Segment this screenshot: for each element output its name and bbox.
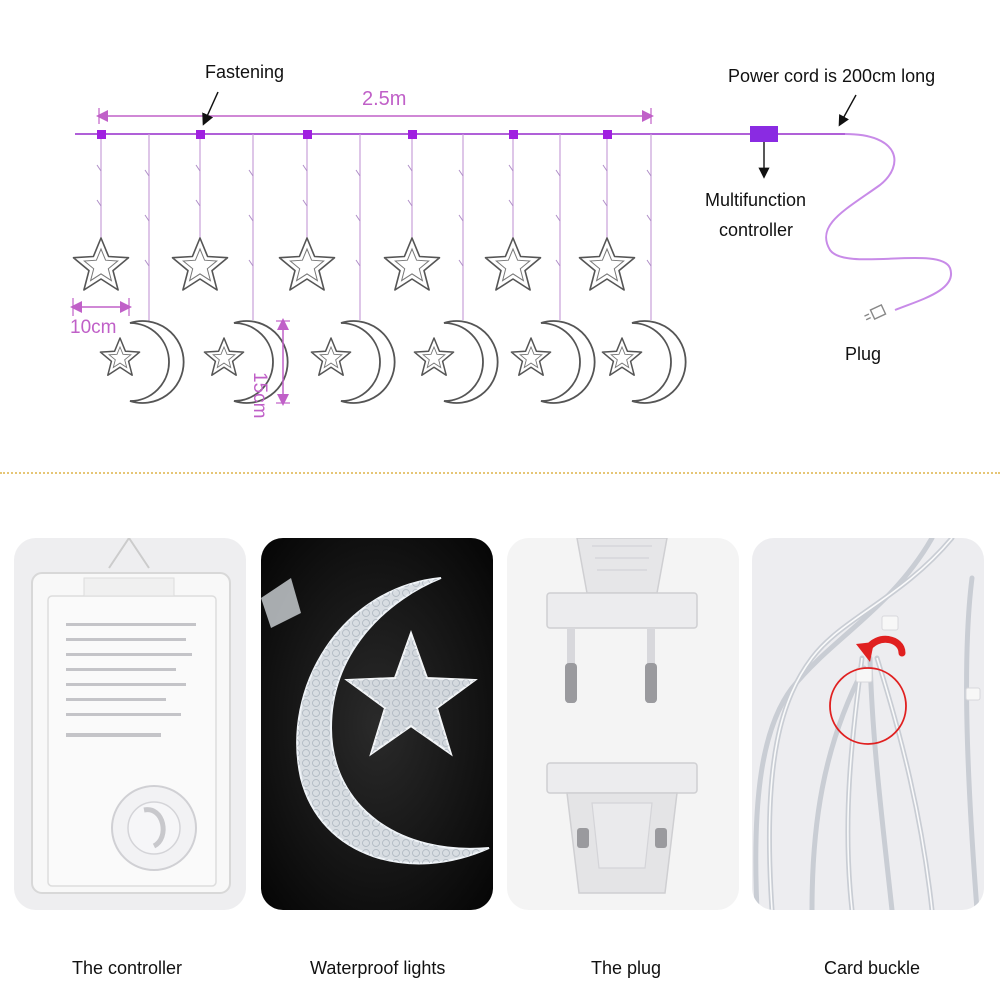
controller-photo — [14, 538, 246, 910]
highlight-circle — [829, 667, 907, 745]
power-cord-label: Power cord is 200cm long — [728, 66, 936, 86]
led-nodes — [96, 164, 652, 267]
crescent-moon-icon — [510, 320, 596, 404]
controller-box — [750, 126, 778, 142]
arrow-icon — [202, 91, 219, 126]
star-icon — [484, 237, 542, 291]
plug-icon — [864, 304, 887, 321]
fastening-label: Fastening — [205, 62, 285, 82]
caption-card-buckle: Card buckle — [824, 958, 921, 978]
controller-label-line2: controller — [719, 220, 794, 240]
crescent-moon-icon — [203, 320, 289, 404]
card-buckle-photo — [752, 538, 984, 910]
crescent-moon-icon — [601, 320, 687, 404]
caption-controller: The controller — [72, 958, 183, 978]
length-label: 2.5m — [362, 88, 407, 110]
plug-photo — [507, 538, 739, 910]
caption-waterproof-lights: Waterproof lights — [310, 958, 446, 978]
power-cord — [825, 133, 953, 311]
diagram-canvas — [70, 91, 953, 406]
height-label: 15cm — [249, 372, 270, 419]
controller-label-line1: Multifunction — [705, 190, 807, 210]
plug-label: Plug — [845, 344, 882, 364]
crescent-moon-icon — [310, 320, 396, 404]
star-icon — [171, 237, 229, 291]
moon-strands — [148, 134, 652, 322]
star-icon — [578, 237, 636, 291]
crescent-moon-icon — [413, 320, 499, 404]
fastening-clips — [97, 130, 612, 139]
star-icon — [278, 237, 336, 291]
star-icon — [383, 237, 441, 291]
caption-plug: The plug — [591, 958, 662, 978]
width-label: 10cm — [70, 317, 117, 338]
section-divider — [0, 472, 1000, 474]
arrow-icon — [838, 94, 857, 127]
moon-star-photo — [261, 538, 493, 910]
star-strands — [100, 139, 608, 238]
star-icon — [72, 237, 130, 291]
